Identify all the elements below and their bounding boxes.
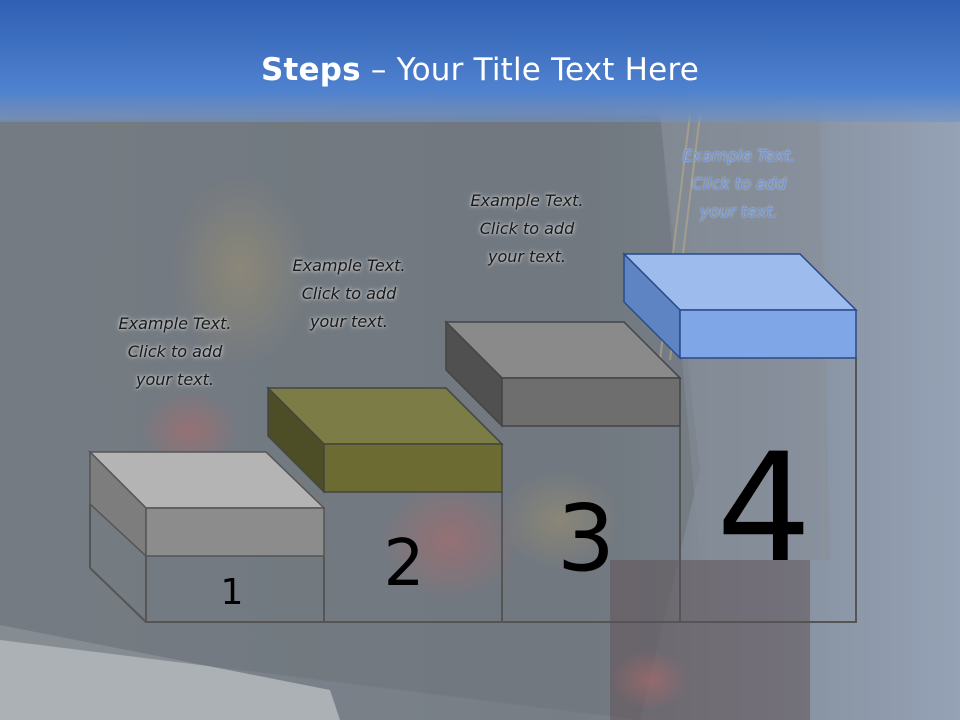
step-4-block[interactable] <box>622 252 858 360</box>
caption-line: Click to add <box>479 219 575 238</box>
step-2-block[interactable] <box>266 386 504 494</box>
step-4-number: 4 <box>716 422 811 596</box>
step-3-number: 3 <box>557 485 616 592</box>
step-4-caption[interactable]: Example Text. Click to add your text. <box>654 142 824 226</box>
title-rest: – Your Title Text Here <box>360 52 699 88</box>
caption-line: your text. <box>487 247 566 266</box>
slide-title[interactable]: Steps – Your Title Text Here <box>0 52 960 88</box>
caption-line: your text. <box>309 312 388 331</box>
caption-line: Click to add <box>301 284 397 303</box>
caption-line: Example Text. <box>470 191 584 210</box>
step-2-number: 2 <box>384 527 425 601</box>
caption-line: your text. <box>699 202 778 221</box>
caption-line: Click to add <box>127 342 223 361</box>
caption-line: your text. <box>135 370 214 389</box>
caption-line: Example Text. <box>682 146 796 165</box>
step-1-caption[interactable]: Example Text. Click to add your text. <box>90 310 260 394</box>
step-1-block[interactable] <box>88 450 326 558</box>
caption-line: Example Text. <box>118 314 232 333</box>
step-3-caption[interactable]: Example Text. Click to add your text. <box>442 187 612 271</box>
title-bar <box>0 0 960 122</box>
step-1-number: 1 <box>221 572 244 613</box>
step-2-caption[interactable]: Example Text. Click to add your text. <box>264 252 434 336</box>
caption-line: Example Text. <box>292 256 406 275</box>
staircase-outline <box>89 358 857 623</box>
caption-line: Click to add <box>691 174 787 193</box>
title-bold: Steps <box>260 52 361 88</box>
step-3-block[interactable] <box>444 320 682 428</box>
